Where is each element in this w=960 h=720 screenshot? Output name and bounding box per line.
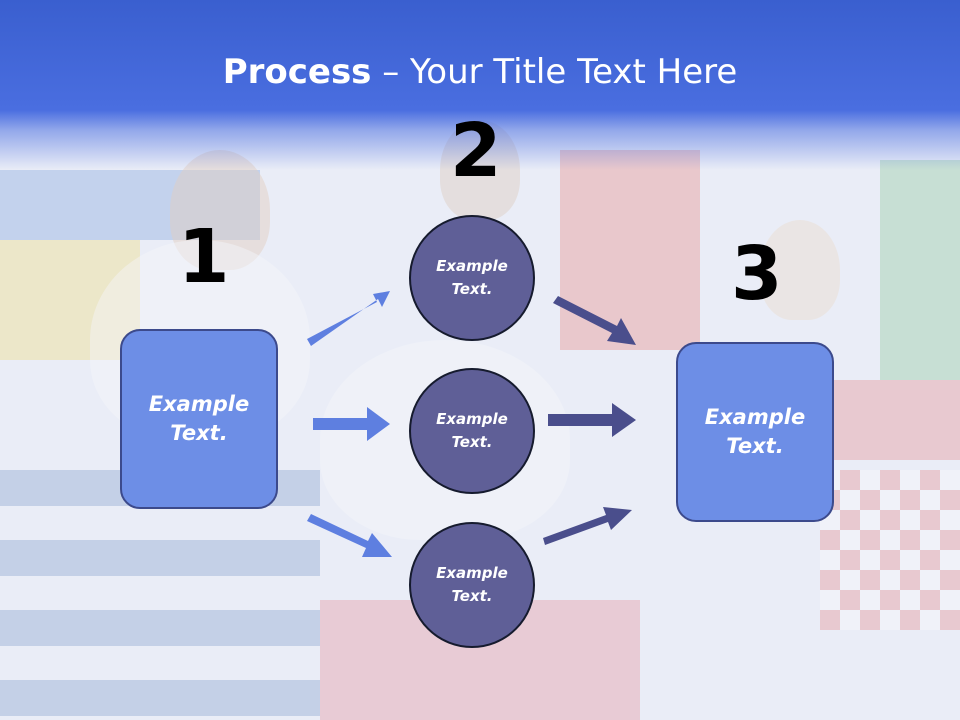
step-number-3: 3	[731, 231, 783, 317]
arrow-right-up	[553, 296, 636, 345]
arrow-left-middle	[313, 407, 390, 441]
right-arrows	[543, 296, 636, 545]
arrow-left-down	[307, 514, 392, 557]
header-band: Process – Your Title Text Here	[0, 0, 960, 170]
circle-middle-text: Example Text.	[436, 410, 508, 451]
left-arrows	[307, 291, 392, 557]
left-step-box-text: Example Text.	[148, 392, 250, 445]
page-title: Process – Your Title Text Here	[0, 52, 960, 92]
arrow-left-up	[307, 291, 390, 346]
circle-middle: Example Text.	[409, 368, 535, 494]
circle-top-text: Example Text.	[436, 257, 508, 298]
left-step-box: Example Text.	[120, 329, 278, 509]
circle-bottom-text: Example Text.	[436, 564, 508, 605]
title-rest: – Your Title Text Here	[371, 52, 738, 92]
right-step-box-text: Example Text.	[704, 405, 806, 458]
arrow-right-down	[543, 507, 632, 545]
right-step-box: Example Text.	[676, 342, 834, 522]
arrow-right-middle	[548, 403, 636, 437]
title-bold: Process	[222, 52, 372, 92]
circle-bottom: Example Text.	[409, 522, 535, 648]
step-number-2: 2	[450, 108, 502, 194]
circle-top: Example Text.	[409, 215, 535, 341]
step-number-1: 1	[178, 214, 230, 300]
